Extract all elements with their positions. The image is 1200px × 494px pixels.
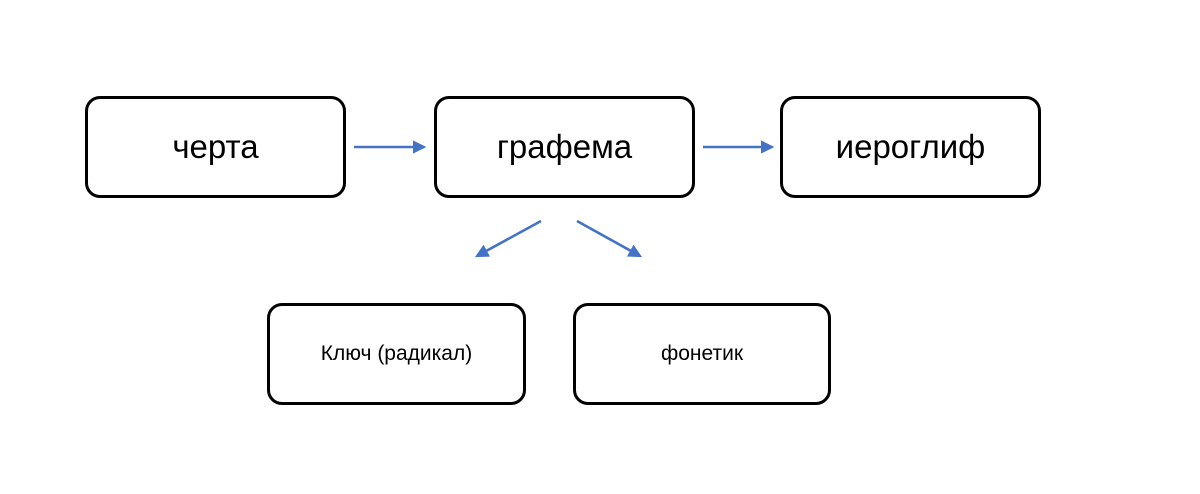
node-grafema-label: графема [496,128,633,166]
edge-grafema-kluch [474,219,542,258]
node-cherta-label: черта [172,128,259,166]
node-kluch-radikal[interactable]: Ключ (радикал) [267,303,526,405]
node-grafema[interactable]: графема [434,96,695,198]
node-cherta[interactable]: черта [85,96,346,198]
edge-grafema-fonetik [576,219,643,258]
node-ieroglif[interactable]: иероглиф [780,96,1041,198]
node-fonetik[interactable]: фонетик [573,303,831,405]
node-ieroglif-label: иероглиф [835,128,986,166]
node-fonetik-label: фонетик [660,341,744,365]
node-kluch-radikal-label: Ключ (радикал) [320,341,473,365]
